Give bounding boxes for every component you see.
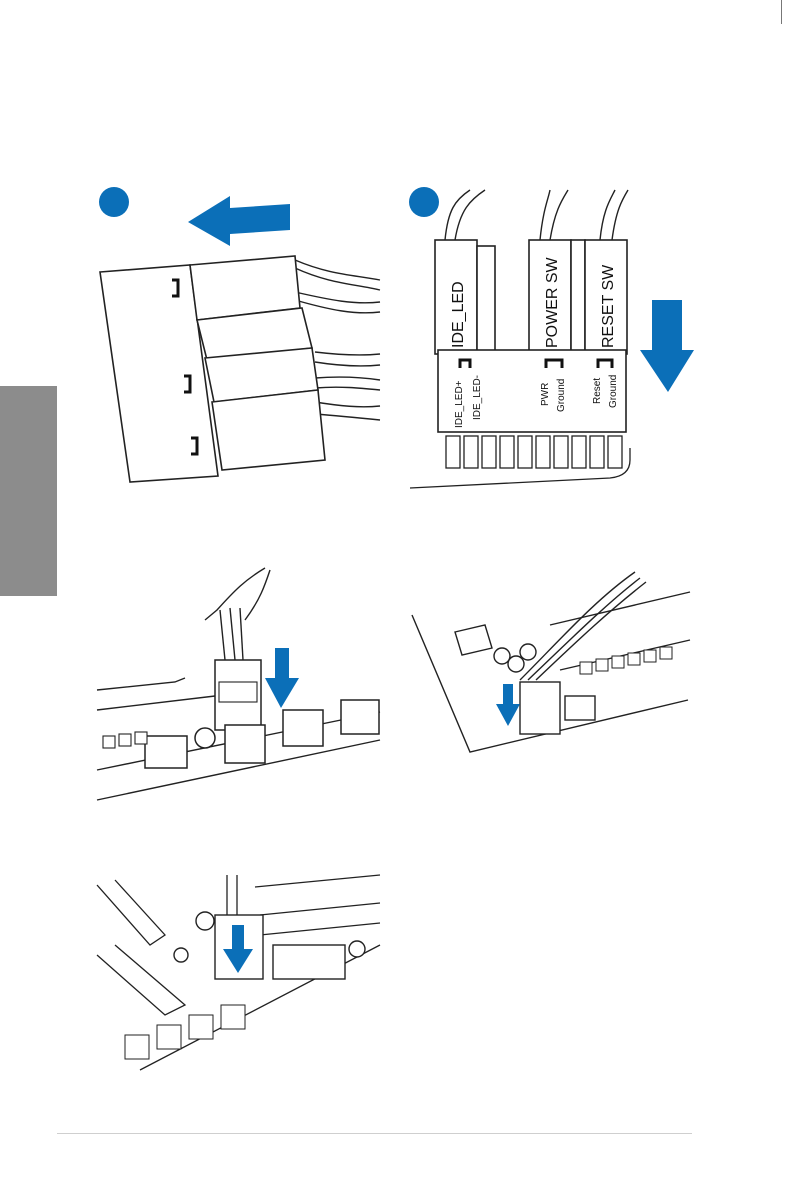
footer-rule (57, 1133, 692, 1134)
pin-label-ide-led-minus: IDE_LED- (472, 375, 483, 420)
pin-label-reset: Reset (592, 378, 603, 404)
figure-cable-insert (95, 875, 385, 1075)
figure-header-insert-left (95, 560, 385, 810)
arrow-down-icon (265, 648, 299, 708)
connector-label-reset-sw: RESET SW (600, 264, 617, 348)
figure-connector-remove (90, 180, 390, 490)
step-marker-icon (99, 187, 129, 217)
connector-label-ide-led: IDE_LED (450, 281, 467, 348)
page-corner-mark (781, 0, 782, 24)
pin-label-pwr: PWR (540, 383, 551, 406)
figure-header-insert-right (410, 560, 700, 760)
pin-label-ground-1: Ground (556, 379, 567, 412)
pin-label-ground-2: Ground (608, 375, 619, 408)
pin-label-ide-led-plus: IDE_LED+ (454, 380, 465, 428)
arrow-left-icon (188, 196, 290, 246)
chapter-side-tab (0, 386, 57, 596)
arrow-down-icon (640, 300, 694, 392)
step-marker-icon (409, 187, 439, 217)
figure-front-panel-header: IDE_LED POWER SW RESET SW IDE_LED+ IDE_L… (400, 180, 700, 500)
arrow-down-icon (496, 684, 520, 726)
connector-label-power-sw: POWER SW (544, 256, 561, 348)
